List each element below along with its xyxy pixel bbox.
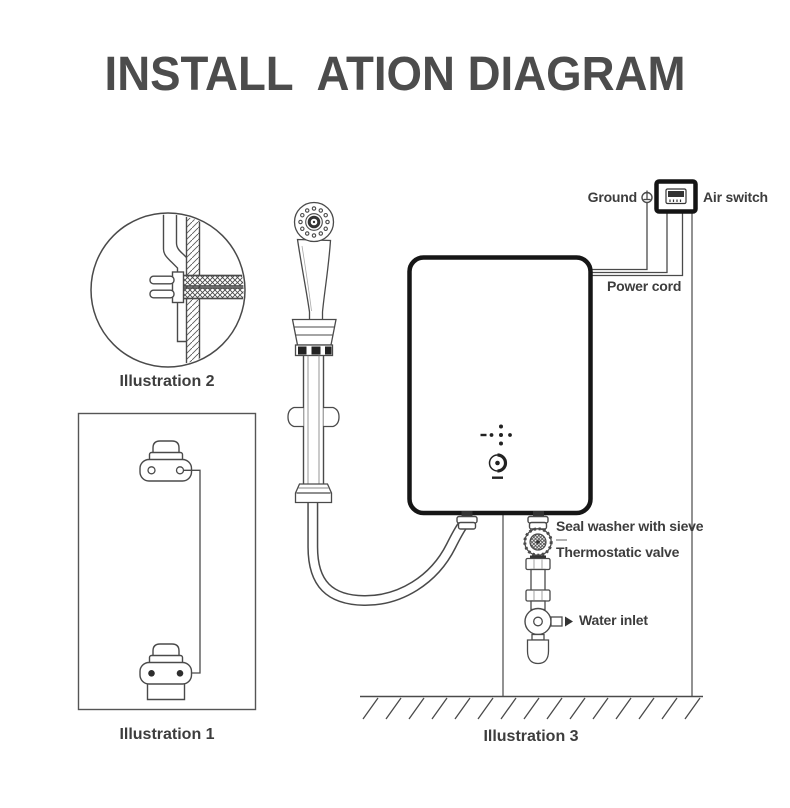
thermostatic-valve-body (525, 557, 551, 611)
ground-wire (589, 202, 648, 271)
anchor-screw-head (149, 271, 185, 304)
bar-knob-left (287, 406, 304, 428)
slide-bar (287, 355, 340, 484)
illustration-1-caption: Illustration 1 (119, 726, 215, 743)
inlet-valve-stack (523, 527, 573, 665)
air-switch-label: Air switch (703, 189, 768, 205)
shower-assembly (287, 201, 468, 607)
mounting-bracket-profile (162, 214, 187, 343)
illustration-3-caption: Illustration 3 (483, 728, 579, 745)
indicator-lights (480, 424, 512, 446)
seal-washer-label: Seal washer with sieve (556, 518, 704, 534)
outlet-fitting (456, 511, 478, 530)
power-wire-1 (589, 212, 668, 274)
bottom-bracket (139, 643, 193, 701)
power-cord-label: Power cord (607, 278, 682, 294)
inlet-arrow-icon (565, 616, 573, 627)
air-switch-icon (654, 179, 698, 214)
top-bracket (139, 440, 193, 482)
bracket-panel-figure (77, 412, 257, 711)
heater-body (407, 255, 593, 516)
floor-ground (360, 212, 703, 720)
power-wiring (589, 190, 684, 277)
seal-washer-sieve (523, 527, 553, 557)
bar-knob-right (323, 406, 340, 428)
ground-symbol-icon (641, 190, 653, 204)
thermostatic-valve-label: Thermostatic valve (556, 544, 680, 560)
shower-hose (307, 502, 468, 607)
water-heater-unit (407, 255, 593, 530)
inlet-fitting (527, 511, 549, 530)
water-inlet-label: Water inlet (579, 612, 648, 628)
shower-holder (291, 318, 337, 357)
bar-bottom-cap (294, 483, 333, 504)
shower-handle (296, 238, 332, 321)
power-knob (488, 453, 508, 479)
water-inlet-valve (524, 607, 573, 665)
ground-hatching (362, 697, 701, 720)
page-title: INSTALL ATION DIAGRAM (104, 48, 686, 101)
power-wire-2 (589, 212, 684, 277)
shower-head (293, 201, 335, 243)
illustration-2-caption: Illustration 2 (119, 373, 215, 390)
wall-anchor-detail-figure (90, 212, 246, 368)
ground-label: Ground (587, 189, 638, 205)
